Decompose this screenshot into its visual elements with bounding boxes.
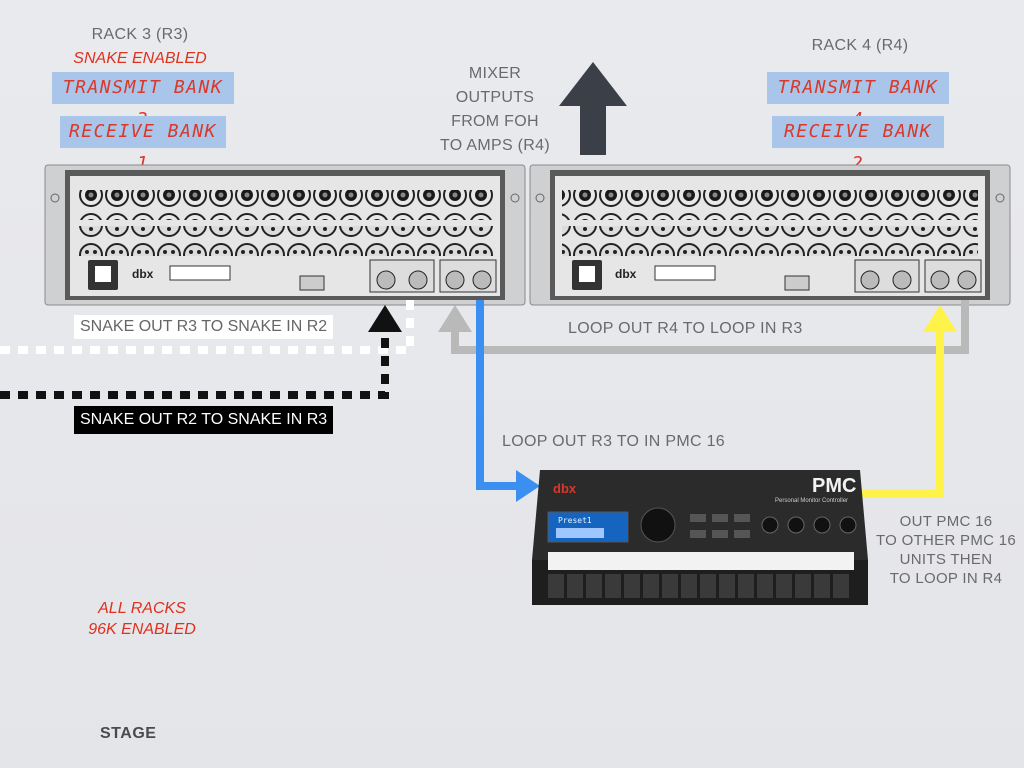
- loop-r4-label: LOOP OUT R4 TO LOOP IN R3: [568, 320, 803, 337]
- snake-r2-to-r3-line: [0, 330, 389, 399]
- rack3-transmit-display: TRANSMIT BANK 3: [52, 72, 234, 130]
- loop-r3-arrow-icon: [516, 470, 540, 502]
- pmc-display-text: Preset1: [558, 516, 592, 525]
- out-pmc-line: OUT PMC 16: [899, 513, 993, 530]
- stage-label: STAGE: [100, 725, 157, 742]
- all-racks-line: 96K ENABLED: [88, 621, 196, 638]
- rack3-status: SNAKE ENABLED: [73, 50, 207, 67]
- out-pmc-line: UNITS THEN: [899, 551, 993, 568]
- pmc-arrow-icon: [923, 305, 957, 332]
- rack4-device: dbx: [529, 164, 1011, 306]
- rack3-brand: dbx: [132, 267, 154, 281]
- snake-r2-label: SNAKE OUT R2 TO SNAKE IN R3: [74, 406, 334, 434]
- rack3-title: RACK 3 (R3): [91, 26, 189, 43]
- loop-r3-to-pmc-line: [476, 300, 518, 490]
- up-arrow-icon: [559, 62, 627, 155]
- loop-r3-label: LOOP OUT R3 TO IN PMC 16: [502, 433, 725, 450]
- mixer-outputs-line: FROM FOH: [451, 113, 539, 130]
- out-pmc-label: OUT PMC 16 TO OTHER PMC 16 UNITS THEN TO…: [868, 512, 1024, 588]
- rack4-brand: dbx: [615, 267, 637, 281]
- pmc-to-r4-line: [862, 330, 944, 498]
- pmc-brand: PMC: [812, 475, 856, 497]
- rack3-receive-display: RECEIVE BANK 1: [60, 116, 226, 174]
- rack4-title: RACK 4 (R4): [811, 37, 909, 54]
- mixer-outputs-line: MIXER: [468, 65, 522, 82]
- pmc16-device: dbx PMC Personal Monitor Controller Pres…: [532, 470, 868, 605]
- out-pmc-line: TO LOOP IN R4: [889, 570, 1003, 587]
- mixer-outputs-line: OUTPUTS: [455, 89, 535, 106]
- rack4-receive-display: RECEIVE BANK 2: [772, 116, 944, 174]
- rack4-transmit-display: TRANSMIT BANK 4: [767, 72, 949, 130]
- all-racks-line: ALL RACKS: [98, 600, 186, 617]
- pmc-brand-dbx: dbx: [553, 481, 577, 496]
- snake-r2-arrow-icon: [368, 305, 402, 332]
- loop-r4-to-r3-line: [451, 300, 969, 354]
- snake-r3-label: SNAKE OUT R3 TO SNAKE IN R2: [74, 315, 334, 339]
- rack3-device: dbx: [44, 164, 526, 306]
- mixer-outputs-line: TO AMPS (R4): [440, 137, 550, 154]
- pmc-subtitle: Personal Monitor Controller: [775, 498, 848, 504]
- out-pmc-line: TO OTHER PMC 16: [875, 532, 1017, 549]
- all-racks-note: ALL RACKS 96K ENABLED: [72, 598, 212, 640]
- mixer-outputs-label: MIXER OUTPUTS FROM FOH TO AMPS (R4): [425, 62, 565, 158]
- loop-r4-arrow-icon: [438, 305, 472, 332]
